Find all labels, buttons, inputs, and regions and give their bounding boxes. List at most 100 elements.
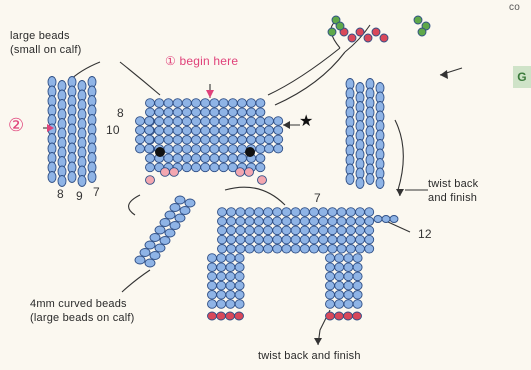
body-bead	[346, 245, 355, 254]
head-bead	[173, 126, 182, 135]
head-bead	[256, 145, 265, 154]
head-bead	[164, 117, 173, 126]
body-bead	[245, 217, 254, 226]
twist-back-bottom-label: twist back and finish	[258, 350, 361, 362]
body-bead	[337, 226, 346, 235]
front-leg-bead	[217, 281, 226, 290]
head-bead	[182, 108, 191, 117]
head-bead	[146, 108, 155, 117]
left-ear-bead	[48, 172, 56, 183]
body-bead	[319, 235, 328, 244]
body-bead	[328, 235, 337, 244]
front-leg-bead	[208, 281, 217, 290]
back-leg-bead	[344, 254, 353, 263]
head-bead	[173, 154, 182, 163]
head-bead	[228, 117, 237, 126]
body-bead	[236, 226, 245, 235]
head-bead	[136, 144, 145, 153]
body-bead	[319, 217, 328, 226]
star-icon: ★	[299, 116, 314, 128]
back-leg-bead	[344, 291, 353, 300]
flower-bead	[348, 34, 356, 42]
body-bead	[356, 208, 365, 217]
body-bead	[337, 235, 346, 244]
foot-bead	[335, 312, 344, 320]
left-ear-bead	[58, 176, 66, 187]
body-bead	[310, 245, 319, 254]
body-bead	[328, 245, 337, 254]
body-bead	[282, 235, 291, 244]
head-bead	[274, 126, 283, 135]
head-bead	[182, 163, 191, 172]
head-bead	[182, 117, 191, 126]
head-bead	[201, 108, 210, 117]
twist-back-right-label-line1: twist back	[428, 178, 478, 190]
trunk-bead	[155, 226, 165, 234]
trunk-bead	[180, 207, 190, 215]
head-bead	[182, 126, 191, 135]
right-ear-bead	[346, 174, 354, 185]
body-bead	[300, 226, 309, 235]
head-bead	[274, 117, 283, 126]
body-bead	[319, 245, 328, 254]
body-bead	[264, 245, 273, 254]
head-bead	[155, 136, 164, 145]
head-bead	[219, 108, 228, 117]
head-bead	[219, 99, 228, 108]
front-leg-bead	[208, 263, 217, 272]
front-leg-bead	[217, 300, 226, 309]
front-leg-bead	[217, 272, 226, 281]
tail-bead	[390, 216, 398, 223]
head-bead	[247, 136, 256, 145]
back-leg-bead	[326, 300, 335, 309]
front-leg-bead	[208, 272, 217, 281]
body-bead	[282, 208, 291, 217]
head-bead	[192, 145, 201, 154]
body-bead	[300, 235, 309, 244]
head-bead	[265, 144, 274, 153]
back-leg-bead	[335, 281, 344, 290]
body-bead	[218, 208, 227, 217]
body-bead	[346, 235, 355, 244]
trunk-bead	[160, 237, 170, 245]
head-bead	[219, 117, 228, 126]
head-bead	[238, 99, 247, 108]
trunk-bead	[165, 229, 175, 237]
body-bead	[291, 208, 300, 217]
head-bead	[145, 126, 154, 135]
head-bead	[201, 145, 210, 154]
flower-bead	[356, 28, 364, 36]
head-bead	[256, 136, 265, 145]
left-eye-icon	[155, 147, 165, 157]
right-ear-bead	[356, 178, 364, 189]
cut-off-corner-text: co	[509, 2, 520, 14]
flower-bead	[380, 34, 388, 42]
front-leg-bead	[217, 291, 226, 300]
body-bead	[365, 217, 374, 226]
head-bead	[182, 136, 191, 145]
body-bead	[310, 208, 319, 217]
head-bead	[210, 126, 219, 135]
body-bead	[227, 217, 236, 226]
head-bead	[210, 145, 219, 154]
head-bead	[192, 108, 201, 117]
front-leg-bead	[235, 263, 244, 272]
body-bead	[264, 208, 273, 217]
head-bead	[136, 117, 145, 126]
back-leg-bead	[326, 291, 335, 300]
head-bead	[210, 99, 219, 108]
head-bead	[164, 108, 173, 117]
body-bead	[291, 226, 300, 235]
body-bead	[291, 217, 300, 226]
head-bead	[219, 136, 228, 145]
head-bead	[228, 99, 237, 108]
body-bead	[245, 245, 254, 254]
trunk-bead	[155, 244, 165, 252]
back-leg-bead	[326, 272, 335, 281]
body-bead	[282, 217, 291, 226]
head-bead	[173, 99, 182, 108]
body-bead	[300, 217, 309, 226]
body-bead	[337, 245, 346, 254]
head-bead	[265, 135, 274, 144]
head-bead	[201, 99, 210, 108]
